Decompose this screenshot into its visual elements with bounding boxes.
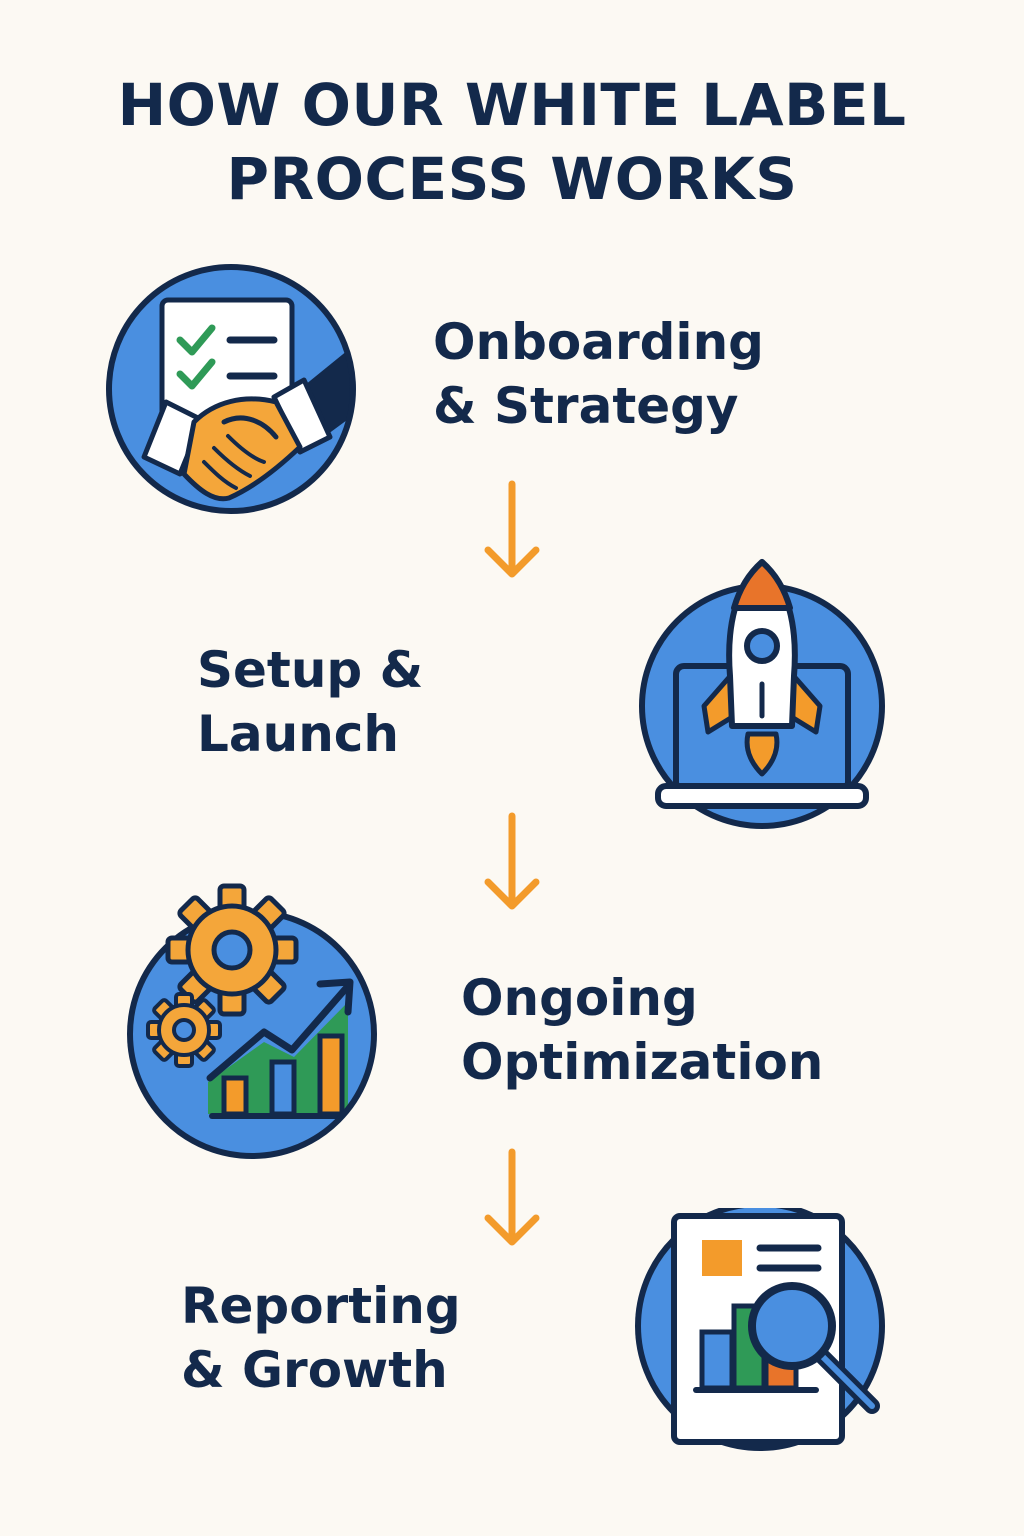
step-2-line-1: Setup & <box>197 641 424 699</box>
step-1-line-1: Onboarding <box>433 313 764 371</box>
down-arrow-icon <box>484 812 540 910</box>
handshake-checklist-icon <box>106 264 356 514</box>
title-line-2: PROCESS WORKS <box>226 145 798 213</box>
step-1-line-2: & Strategy <box>433 377 739 435</box>
step-3-line-2: Optimization <box>461 1033 824 1091</box>
step-4-label: Reporting & Growth <box>181 1274 461 1402</box>
page-title: HOW OUR WHITE LABEL PROCESS WORKS <box>0 68 1024 216</box>
down-arrow-icon <box>484 480 540 578</box>
step-4-line-2: & Growth <box>181 1341 448 1399</box>
title-line-1: HOW OUR WHITE LABEL <box>117 71 907 139</box>
step-4-line-1: Reporting <box>181 1277 461 1335</box>
step-2-line-2: Launch <box>197 705 400 763</box>
step-1-label: Onboarding & Strategy <box>433 310 764 438</box>
report-magnifier-icon <box>635 1208 885 1451</box>
rocket-laptop-icon <box>639 559 885 829</box>
step-3-line-1: Ongoing <box>461 969 698 1027</box>
step-3-label: Ongoing Optimization <box>461 966 823 1094</box>
down-arrow-icon <box>484 1148 540 1246</box>
step-2-label: Setup & Launch <box>197 638 423 766</box>
gears-growth-chart-icon <box>127 883 377 1159</box>
